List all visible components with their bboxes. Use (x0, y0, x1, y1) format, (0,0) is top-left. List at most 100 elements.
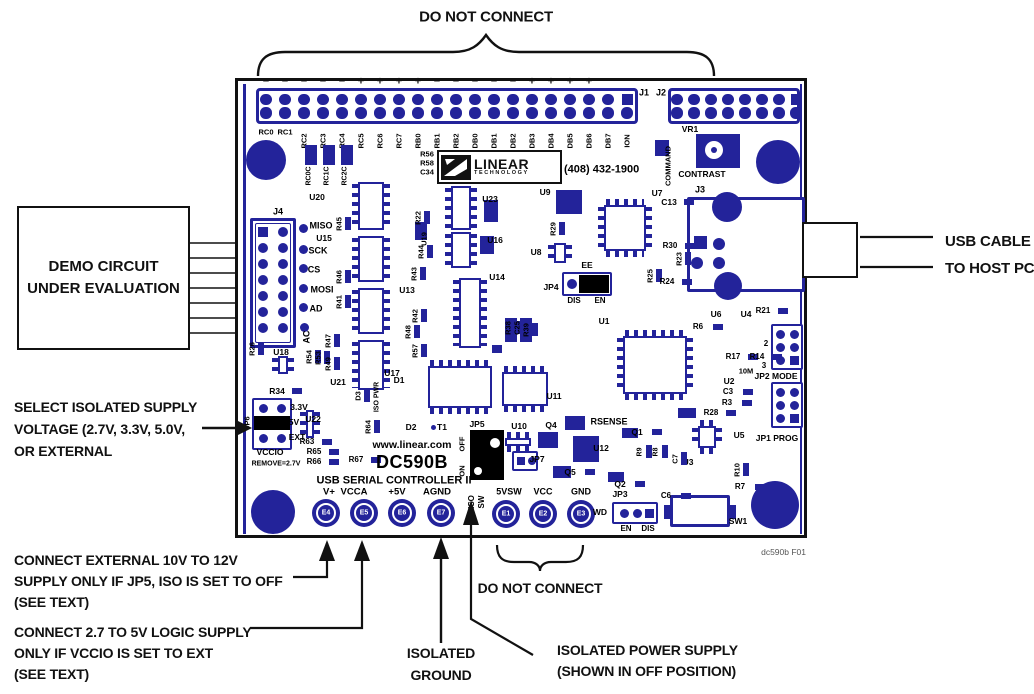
ic-pins (504, 404, 546, 412)
ic-pins (469, 188, 477, 228)
ic-pins (564, 245, 572, 261)
ref-label: CS (307, 264, 321, 275)
j4-pin-square (258, 227, 268, 237)
smd-part (685, 252, 691, 265)
ref-label: U9 (539, 186, 551, 197)
ref-label: R29 (548, 222, 558, 236)
j2-pin (671, 93, 683, 106)
smd-part (608, 472, 624, 482)
j1-pin-label: RB0 (413, 133, 423, 149)
j1-pin (336, 107, 348, 119)
j1-polarity-mark: − (262, 75, 270, 88)
j1-polarity-mark: + (395, 75, 403, 88)
smd-part (322, 439, 332, 445)
ic-pins (445, 188, 453, 228)
isolated-ground-line2: GROUND (410, 667, 472, 683)
ref-label: VCCIO (256, 446, 284, 457)
j1-pin (412, 93, 424, 106)
j1-pin (279, 107, 291, 119)
isolated-ground-line1: ISOLATED (406, 645, 476, 661)
ic-body (278, 356, 288, 374)
ref-label: DIS (641, 524, 655, 533)
signal-pad (299, 322, 309, 332)
lt-logo-icon (441, 154, 471, 180)
ic-body (358, 182, 384, 230)
isolated-ground-label: ISOLATED GROUND (407, 642, 475, 686)
ref-label: ISO PWR (373, 381, 381, 413)
smd-part (748, 354, 758, 360)
ic-u11 (502, 366, 548, 412)
smd-part (427, 245, 433, 258)
ref-label: U18 (273, 346, 289, 357)
ref-label: R22 (413, 211, 423, 225)
ref-label: R45 (334, 217, 344, 231)
ref-label: RC1C (323, 166, 331, 186)
ref-label: SCK (308, 245, 328, 256)
ref-label: VCCA (340, 486, 368, 498)
ref-label: V+ (323, 486, 335, 498)
ref-label: D1 (393, 374, 405, 385)
jp1-pin (775, 387, 785, 397)
ref-label: R28 (703, 408, 719, 417)
ref-label: COMMAND (663, 146, 673, 186)
smd-part (743, 389, 753, 395)
ic-pins (445, 234, 453, 266)
ic-pins (606, 199, 644, 207)
isolated-power-label: ISOLATED POWER SUPPLY (SHOWN IN OFF POSI… (557, 640, 738, 682)
smd-part (334, 334, 340, 347)
smd-part (324, 351, 330, 364)
ic-body (554, 243, 566, 263)
select-supply-line2: VOLTAGE (2.7V, 3.3V, 5.0V, (14, 421, 185, 437)
ref-label: Q4 (545, 419, 557, 430)
smd-part (421, 344, 427, 357)
jp6-pin (258, 433, 268, 443)
ic-pins (382, 290, 390, 332)
ic-pins (286, 358, 294, 372)
ic-pins (479, 280, 487, 346)
smd-part (371, 457, 381, 463)
ref-label: C13 (661, 196, 677, 207)
j3-pad (691, 257, 703, 269)
smd-part (772, 354, 782, 360)
smd-part (341, 145, 353, 165)
smd-part (258, 342, 264, 355)
ic-pins (644, 207, 652, 249)
select-supply-label: SELECT ISOLATED SUPPLY VOLTAGE (2.7V, 3.… (14, 396, 197, 462)
jp7-pin (528, 457, 536, 465)
ic-pins (507, 432, 529, 440)
ref-label: C25 (512, 321, 522, 335)
ref-label: R46 (334, 270, 344, 284)
smd-part (635, 481, 645, 487)
ref-label: D2 (405, 421, 417, 432)
connect-external-label: CONNECT EXTERNAL 10V TO 12V SUPPLY ONLY … (14, 550, 283, 613)
ic-body (698, 426, 716, 448)
smd-part (566, 422, 576, 428)
j1-pin-label: DB0 (470, 133, 480, 149)
ref-label: DIS (567, 296, 581, 305)
j4-pin (278, 243, 288, 253)
pcb-silk-edge (243, 84, 246, 534)
terminal-id: E5 (359, 509, 369, 517)
ref-label: WD (592, 506, 608, 517)
smd-part (538, 432, 558, 448)
ic-pins (685, 338, 693, 392)
ic-pins (625, 392, 685, 400)
terminal-id: E7 (436, 509, 446, 517)
j1-pin (564, 107, 576, 119)
ic-u23 (445, 186, 477, 230)
ref-label: R30 (662, 241, 678, 250)
j1-pin (374, 107, 386, 119)
j2-pin (688, 93, 700, 106)
ref-label: U17 (384, 367, 400, 378)
smd-part (323, 145, 335, 165)
ref-label: U5 (733, 429, 745, 440)
ref-label: J3 (694, 184, 706, 195)
jp6-jumper-shunt (254, 416, 290, 430)
jp7-header (512, 451, 538, 471)
j1-header (256, 88, 638, 124)
ref-label: R6 (692, 322, 704, 331)
ref-label: EN (594, 296, 606, 305)
ref-label: R64 (363, 420, 373, 434)
demo-box-line1: DEMO CIRCUIT (48, 258, 159, 275)
jp2-pin (789, 342, 799, 352)
